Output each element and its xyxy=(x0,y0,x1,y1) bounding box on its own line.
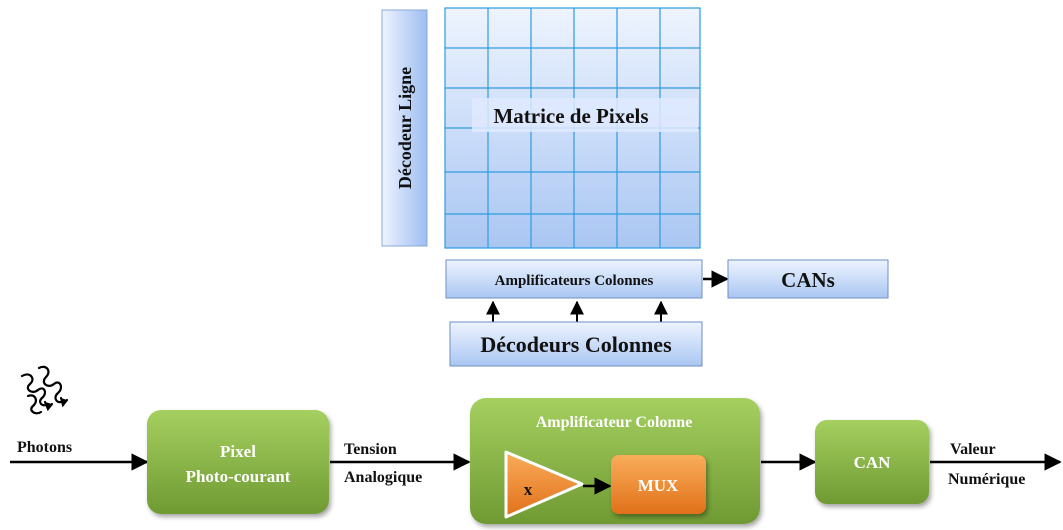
pixel-matrix-label: Matrice de Pixels xyxy=(493,104,648,128)
adcs-label: CANs xyxy=(781,268,835,292)
mux-box xyxy=(611,455,706,514)
decoder-to-amplifier-arrows xyxy=(486,300,668,322)
pixel-photocurrent-box xyxy=(147,410,329,514)
pixel-label-line1: Pixel xyxy=(220,442,256,461)
digital-value-label-line2: Numérique xyxy=(948,471,1025,488)
column-amplifiers-box xyxy=(445,259,703,299)
gain-label: x xyxy=(524,480,533,499)
column-amplifier-label: Amplificateur Colonne xyxy=(536,414,693,431)
pixel-matrix: Matrice de Pixels xyxy=(444,7,701,249)
analog-voltage-label-line1: Tension xyxy=(344,441,397,458)
column-amplifiers-label: Amplificateurs Colonnes xyxy=(495,273,654,289)
analog-voltage-label-line2: Analogique xyxy=(344,469,422,486)
adc-box xyxy=(815,420,929,504)
mux-label: MUX xyxy=(638,476,679,495)
adc-label: CAN xyxy=(854,453,892,472)
pixel-label-line2: Photo-courant xyxy=(186,467,291,486)
column-decoders-label: Décodeurs Colonnes xyxy=(480,332,672,357)
adcs-box xyxy=(727,259,889,299)
digital-value-label-line1: Valeur xyxy=(950,441,996,458)
row-decoder-label: Décodeur Ligne xyxy=(395,67,415,189)
photons-icon xyxy=(20,365,69,415)
column-decoders-box xyxy=(449,321,703,367)
photons-label: Photons xyxy=(17,439,72,456)
amplifier-triangle-icon xyxy=(504,450,584,519)
row-decoder-box xyxy=(381,9,428,247)
